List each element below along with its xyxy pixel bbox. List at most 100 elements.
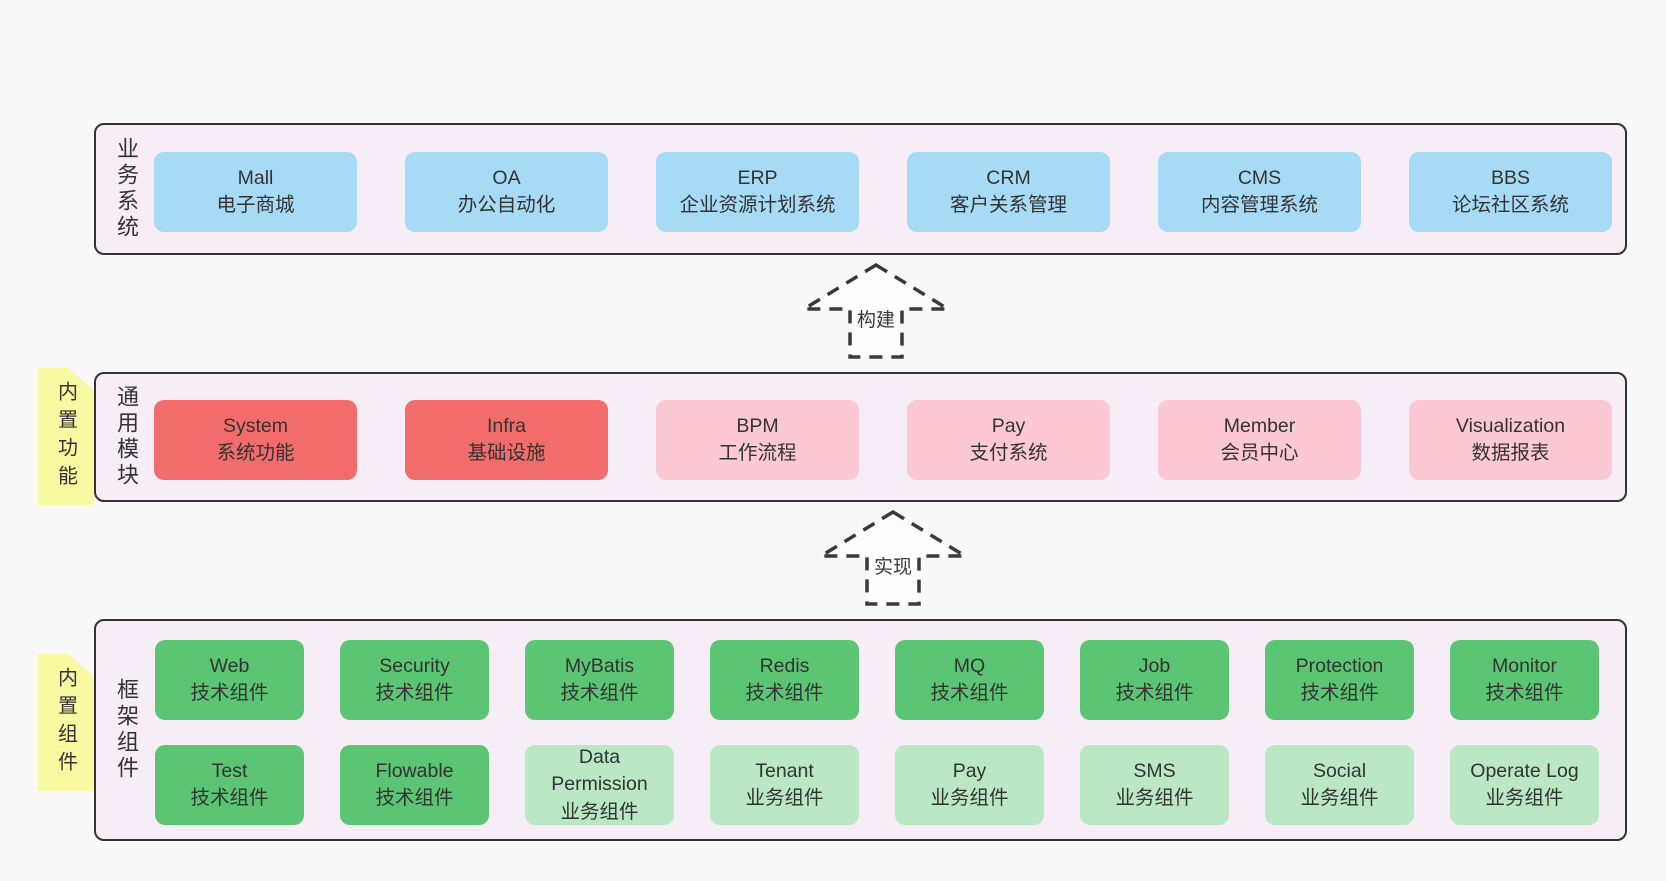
box-desc: 技术组件: [745, 682, 824, 704]
component-box: Social 业务组件: [1265, 745, 1414, 825]
sticky-note-label: 内置功能: [54, 380, 77, 493]
component-box: MyBatis 技术组件: [525, 640, 674, 720]
component-box: OA 办公自动化: [405, 152, 608, 232]
box-desc: 技术组件: [560, 682, 639, 704]
box-name: SMS: [1133, 759, 1176, 782]
box-name: System: [222, 414, 288, 437]
sticky-note-built-in-features: 内置功能: [38, 368, 94, 505]
component-box: Test 技术组件: [155, 745, 304, 825]
section-label: 框架组件: [114, 678, 139, 782]
box-desc: 技术组件: [1115, 682, 1194, 704]
component-box: Member 会员中心: [1158, 400, 1361, 480]
box-name: Job: [1138, 654, 1171, 677]
component-box: Pay 业务组件: [895, 745, 1044, 825]
box-name: Pay: [991, 414, 1026, 437]
box-name: BBS: [1490, 166, 1531, 189]
box-name: Web: [209, 654, 250, 677]
box-desc: 工作流程: [718, 442, 797, 464]
box-desc: 业务组件: [745, 787, 824, 809]
box-rows: System 系统功能 Infra 基础设施 BPM 工作流程 Pay 支付系统 Member 会…: [154, 400, 1612, 480]
component-box: Protection 技术组件: [1265, 640, 1414, 720]
component-box: Visualization 数据报表: [1409, 400, 1612, 480]
box-desc: 支付系统: [969, 442, 1048, 464]
box-name: Tenant: [755, 759, 814, 782]
box-desc: 办公自动化: [457, 194, 556, 216]
box-name: Monitor: [1491, 654, 1558, 677]
box-name: Protection: [1295, 654, 1384, 677]
box-desc: 基础设施: [467, 442, 546, 464]
box-desc: 业务组件: [1115, 787, 1194, 809]
section-label: 业务系统: [114, 137, 139, 241]
component-box: Infra 基础设施: [405, 400, 608, 480]
box-desc: 技术组件: [1485, 682, 1564, 704]
box-desc: 会员中心: [1220, 442, 1299, 464]
box-desc: 技术组件: [190, 682, 269, 704]
box-name: OA: [492, 166, 521, 189]
arrow-label: 构建: [853, 305, 899, 332]
box-desc: 业务组件: [930, 787, 1009, 809]
component-box: SMS 业务组件: [1080, 745, 1229, 825]
component-box: Pay 支付系统: [907, 400, 1110, 480]
box-name: MQ: [953, 654, 986, 677]
box-name: Redis: [759, 654, 810, 677]
box-desc: 技术组件: [375, 787, 454, 809]
box-name: Flowable: [375, 759, 454, 782]
component-box: Redis 技术组件: [710, 640, 859, 720]
box-desc: 技术组件: [930, 682, 1009, 704]
box-name: Infra: [486, 414, 527, 437]
box-desc: 业务组件: [1485, 787, 1564, 809]
box-desc: 论坛社区系统: [1451, 194, 1569, 216]
component-box: Monitor 技术组件: [1450, 640, 1599, 720]
component-box: Job 技术组件: [1080, 640, 1229, 720]
box-name: BPM: [736, 414, 779, 437]
component-box: Web 技术组件: [155, 640, 304, 720]
box-name: ERP: [737, 166, 778, 189]
box-name: Mall: [237, 166, 274, 189]
box-name: Member: [1223, 414, 1296, 437]
box-desc: 系统功能: [216, 442, 295, 464]
component-box: Flowable 技术组件: [340, 745, 489, 825]
box-name: Test: [211, 759, 248, 782]
box-name: MyBatis: [564, 654, 635, 677]
component-box: System 系统功能: [154, 400, 357, 480]
build-arrow: 构建: [800, 261, 952, 361]
box-name: Data Permission: [551, 746, 648, 796]
component-box: CMS 内容管理系统: [1158, 152, 1361, 232]
box-name: CMS: [1237, 166, 1282, 189]
component-box: Data Permission 业务组件: [525, 745, 674, 825]
box-desc: 业务组件: [1300, 787, 1379, 809]
box-desc: 技术组件: [1300, 682, 1379, 704]
box-name: Visualization: [1455, 414, 1566, 437]
box-desc: 内容管理系统: [1200, 194, 1318, 216]
box-name: Security: [379, 654, 450, 677]
component-box: BPM 工作流程: [656, 400, 859, 480]
component-box: BBS 论坛社区系统: [1409, 152, 1612, 232]
section-label: 通用模块: [114, 385, 139, 489]
component-box: Tenant 业务组件: [710, 745, 859, 825]
box-desc: 业务组件: [560, 800, 639, 823]
common-modules-panel: 通用模块 System 系统功能 Infra 基础设施 BPM 工作流程 Pay 支付系统 Me…: [94, 372, 1627, 502]
box-name: Pay: [952, 759, 987, 782]
sticky-note-label: 内置组件: [54, 666, 77, 779]
sticky-note-built-in-components: 内置组件: [38, 654, 94, 791]
box-name: Social: [1312, 759, 1367, 782]
box-desc: 技术组件: [190, 787, 269, 809]
box-row: System 系统功能 Infra 基础设施 BPM 工作流程 Pay 支付系统 Member 会…: [154, 400, 1612, 480]
box-desc: 数据报表: [1471, 442, 1550, 464]
component-box: ERP 企业资源计划系统: [656, 152, 859, 232]
arrow-label: 实现: [870, 552, 916, 579]
implement-arrow: 实现: [817, 508, 969, 608]
box-name: Operate Log: [1470, 759, 1579, 782]
box-desc: 企业资源计划系统: [679, 194, 836, 216]
